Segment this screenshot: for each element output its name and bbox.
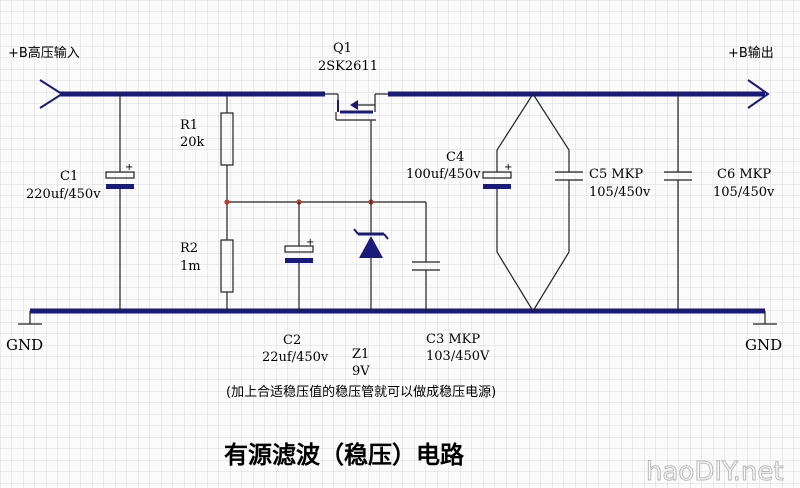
r1-value-label: 20k <box>180 135 205 150</box>
c3-value-label: 103/450V <box>426 349 490 364</box>
output-arrow-icon <box>747 79 770 109</box>
gnd-right-label: GND <box>745 336 782 354</box>
svg-text:+: + <box>504 162 512 173</box>
q1-part-label: 2SK2611 <box>318 59 378 74</box>
z1-name-label: Z1 <box>352 347 369 362</box>
c2-capacitor: + <box>284 202 314 311</box>
c4-value-label: 100uf/450v <box>406 167 481 182</box>
c6-name-label: C6 MKP <box>717 167 771 182</box>
junction-dot <box>224 199 230 205</box>
svg-text:+: + <box>125 162 133 173</box>
r2-value-label: 1m <box>180 259 201 274</box>
q1-name-label: Q1 <box>333 41 352 56</box>
input-label: +B高压输入 <box>8 45 80 61</box>
c5-name-label: C5 MKP <box>589 167 643 182</box>
note-text: (加上合适稳压值的稳压管就可以做成稳压电源) <box>226 384 496 400</box>
gnd-left-symbol <box>18 311 42 325</box>
c5-capacitor <box>532 93 583 312</box>
c1-name-label: C1 <box>60 169 78 184</box>
c3-name-label: C3 MKP <box>426 332 480 347</box>
c6-capacitor <box>664 94 692 311</box>
input-arrow-icon <box>39 79 64 109</box>
r2-name-label: R2 <box>180 241 198 256</box>
gnd-left-label: GND <box>6 336 43 354</box>
q1-mosfet <box>325 93 388 124</box>
c1-capacitor: + <box>105 94 135 311</box>
c5-value-label: 105/450v <box>589 185 651 200</box>
c2-name-label: C2 <box>283 333 301 348</box>
watermark-logo: haoDIY.net <box>646 457 784 487</box>
c2-value-label: 22uf/450v <box>262 350 329 365</box>
c1-value-label: 220uf/450v <box>26 187 101 202</box>
output-label: +B输出 <box>728 45 774 61</box>
r1-name-label: R1 <box>180 118 198 133</box>
c4-capacitor: + <box>482 93 534 312</box>
diagram-title: 有源滤波（稳压）电路 <box>224 441 465 469</box>
gnd-right-symbol <box>753 311 777 325</box>
z1-value-label: 9V <box>352 364 370 379</box>
c4-name-label: C4 <box>446 150 464 165</box>
c3-capacitor <box>412 202 440 311</box>
z1-zener-diode <box>353 124 389 311</box>
c6-value-label: 105/450v <box>713 185 775 200</box>
svg-text:+: + <box>306 237 314 248</box>
r2-resistor <box>220 239 234 311</box>
